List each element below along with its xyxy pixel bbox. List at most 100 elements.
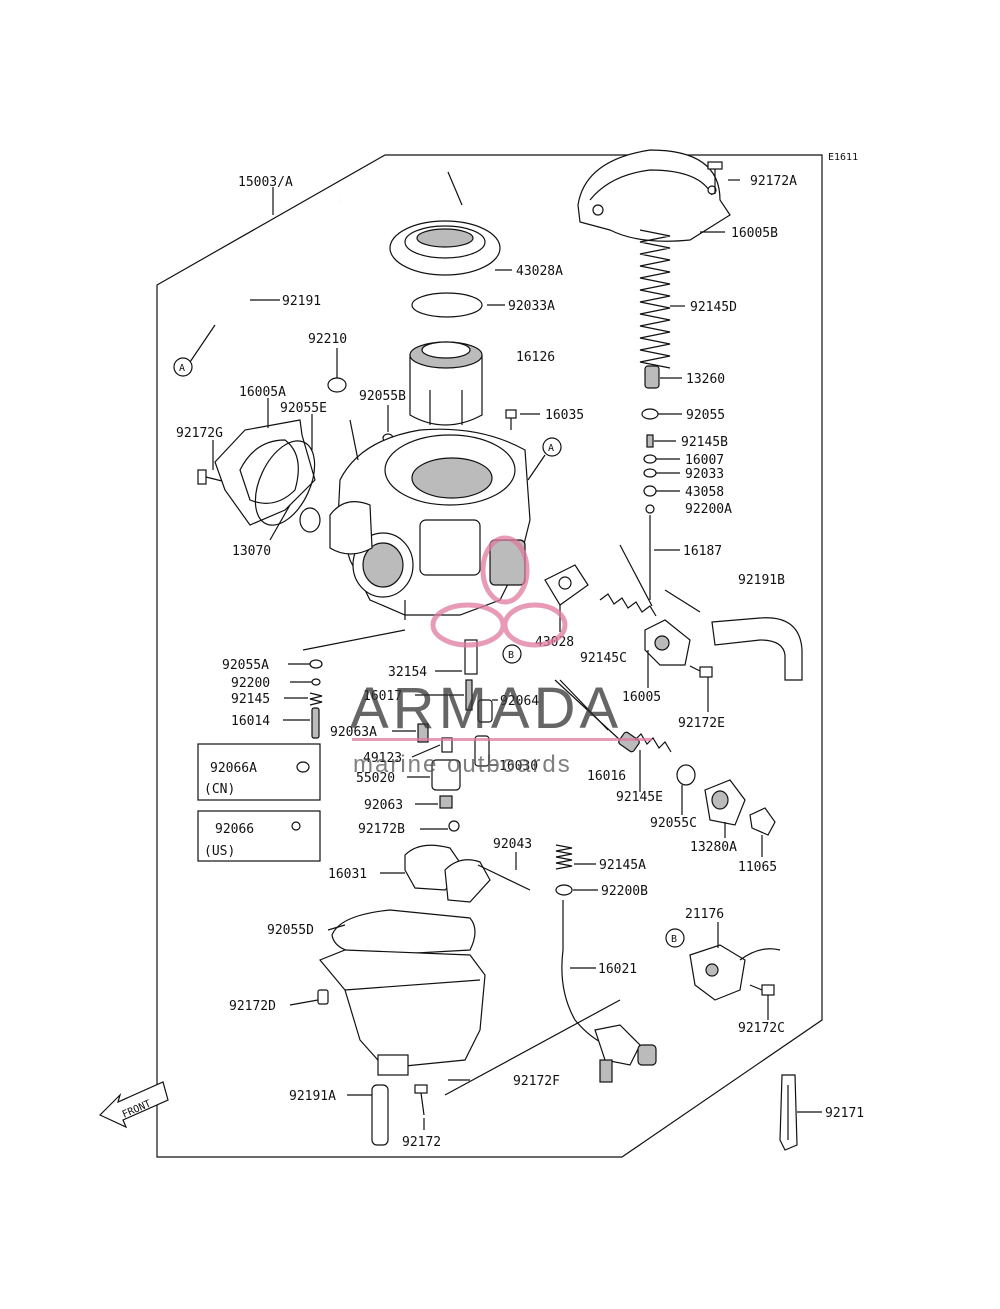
diagram-code: E1611: [828, 152, 858, 163]
part-label: 92210: [308, 332, 347, 347]
part-label: 16031: [328, 867, 367, 882]
part-label: 13070: [232, 544, 271, 559]
watermark-tagline: marine outboards: [353, 751, 572, 778]
hose-92191b: [711, 617, 803, 681]
screw-92172c: [749, 984, 775, 996]
part-label: 16016: [587, 769, 626, 784]
svg-text:B: B: [508, 650, 514, 661]
svg-text:A: A: [179, 363, 185, 374]
nut-92210: [327, 377, 347, 393]
screw-92172a: [707, 161, 723, 194]
part-label: 92172F: [513, 1074, 560, 1089]
washer-92200b: [555, 884, 573, 896]
part-label: 92172G: [176, 426, 223, 441]
float-16031: [404, 844, 491, 903]
part-label: 11065: [738, 860, 777, 875]
part-label: 92200B: [601, 884, 648, 899]
rod-15003: [189, 198, 342, 363]
cap-11065: [749, 807, 776, 836]
jet-92064: [477, 699, 493, 723]
ref-marker-b-center: B: [502, 644, 522, 664]
part-label: 16007: [685, 453, 724, 468]
ref-marker-b-right: B: [665, 928, 685, 948]
top-cap-16005b: [577, 149, 731, 242]
screw-92172d: [317, 989, 329, 1005]
part-label: 13280A: [690, 840, 737, 855]
part-label: 92055: [686, 408, 725, 423]
washer-92033: [643, 468, 657, 478]
part-label: 92200: [231, 676, 270, 691]
part-label: 92055C: [650, 816, 697, 831]
part-label: 92055E: [280, 401, 327, 416]
part-label: 92200A: [685, 502, 732, 517]
part-label: 32154: [388, 665, 427, 680]
variant-box-cn: 92066A (CN): [197, 743, 321, 801]
washer-92200: [311, 678, 321, 686]
part-label: 92145: [231, 692, 270, 707]
part-label: 92172D: [229, 999, 276, 1014]
plug-92063: [439, 795, 453, 809]
part-label: 92145B: [681, 435, 728, 450]
gasket-92055d: [331, 909, 476, 956]
washer-92055: [641, 408, 659, 420]
diagram-frame: [156, 154, 823, 1158]
float-valve-55020: [431, 759, 461, 791]
screw-92172: [414, 1084, 428, 1116]
watermark: ARMADA marine outboards: [350, 535, 652, 778]
clip-92171: [779, 1074, 798, 1151]
part-label: 16017: [363, 689, 402, 704]
screw-92172b: [448, 820, 460, 832]
part-label: 92043: [493, 837, 532, 852]
part-label: 92033: [685, 467, 724, 482]
part-label: 16005: [622, 690, 661, 705]
spring-92145: [309, 692, 323, 706]
part-label: 49123: [363, 751, 402, 766]
o-ring-92055c: [676, 764, 696, 786]
washer-92200a: [645, 504, 655, 514]
part-label: 16005A: [239, 385, 286, 400]
cover-16005a: [214, 419, 316, 526]
needle-jet-16017: [465, 679, 473, 711]
part-label: 43028A: [516, 264, 563, 279]
svg-text:92066A: 92066A: [210, 761, 257, 776]
spring-92145e: [634, 733, 672, 753]
part-labels: 15003/A 92191 92210 16005A 92055E 92172G…: [176, 174, 864, 1150]
part-label: 92055B: [359, 389, 406, 404]
bracket-92172f: [594, 1024, 657, 1083]
part-label: 55020: [356, 771, 395, 786]
watermark-underline: [352, 738, 652, 741]
spring-92145d: [639, 229, 671, 369]
part-label: 13260: [686, 372, 725, 387]
switch-21176: [689, 944, 781, 1001]
screw-16014: [311, 707, 320, 739]
screw-92172e: [689, 665, 713, 678]
diaphragm-43028a: [389, 220, 501, 276]
o-ring-92055a: [309, 659, 323, 669]
part-label: 92191: [282, 294, 321, 309]
part-label: 92145A: [599, 858, 646, 873]
pin-92043: [477, 864, 531, 891]
part-label: 16005B: [731, 226, 778, 241]
part-label: 92172: [402, 1135, 441, 1150]
svg-text:A: A: [548, 443, 554, 454]
part-label: 92033A: [508, 299, 555, 314]
float-bowl: [319, 949, 486, 1076]
part-label: 92063: [364, 798, 403, 813]
svg-text:(US): (US): [204, 844, 235, 859]
screw-16035: [505, 409, 517, 430]
part-label: 43058: [685, 485, 724, 500]
part-label: 92172E: [678, 716, 725, 731]
part-label: 92172B: [358, 822, 405, 837]
part-label: 16187: [683, 544, 722, 559]
part-label: 16021: [598, 962, 637, 977]
watermark-brand: ARMADA: [350, 676, 622, 741]
part-label: 16035: [545, 408, 584, 423]
washer-16007: [643, 454, 657, 464]
part-label: 15003/A: [238, 175, 293, 190]
washer-43058: [643, 485, 657, 497]
part-label: 92172A: [750, 174, 797, 189]
leader-lines: [212, 171, 822, 1130]
jet-16030: [474, 735, 490, 767]
svg-text:B: B: [671, 934, 677, 945]
